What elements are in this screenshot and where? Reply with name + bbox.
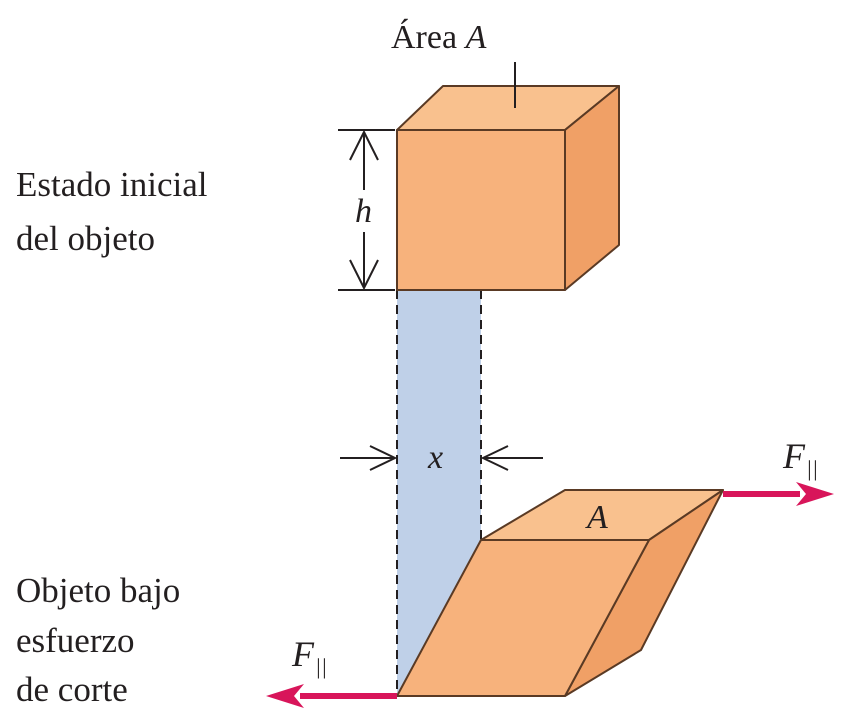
force-arrow-left xyxy=(266,684,397,708)
shear-caption-line3: de corte xyxy=(16,670,128,709)
area-label: Área A xyxy=(391,19,487,56)
displacement-arrowhead-left xyxy=(369,445,398,471)
displacement-label: x xyxy=(427,439,443,476)
sheared-object-front-face xyxy=(396,539,650,697)
height-label: h xyxy=(355,193,372,230)
sheared-object xyxy=(396,489,724,697)
force-arrow-right xyxy=(723,482,834,506)
height-arrowhead-top xyxy=(349,129,379,161)
initial-cube-front-face xyxy=(396,129,566,291)
displacement-dimension xyxy=(340,445,543,471)
initial-state-caption-line2: del objeto xyxy=(16,219,155,258)
top-face-area-label: A xyxy=(585,499,608,536)
shear-caption-line1: Objeto bajo xyxy=(16,571,180,610)
force-label-left: F|| xyxy=(291,634,327,679)
shear-caption-line2: esfuerzo xyxy=(16,621,135,660)
initial-state-caption-line1: Estado inicial xyxy=(16,165,208,204)
height-arrowhead-bottom xyxy=(349,259,379,291)
displacement-arrowhead-right xyxy=(480,445,509,471)
height-dimension xyxy=(338,129,395,291)
force-label-right: F|| xyxy=(782,436,818,481)
initial-cube xyxy=(396,85,620,291)
